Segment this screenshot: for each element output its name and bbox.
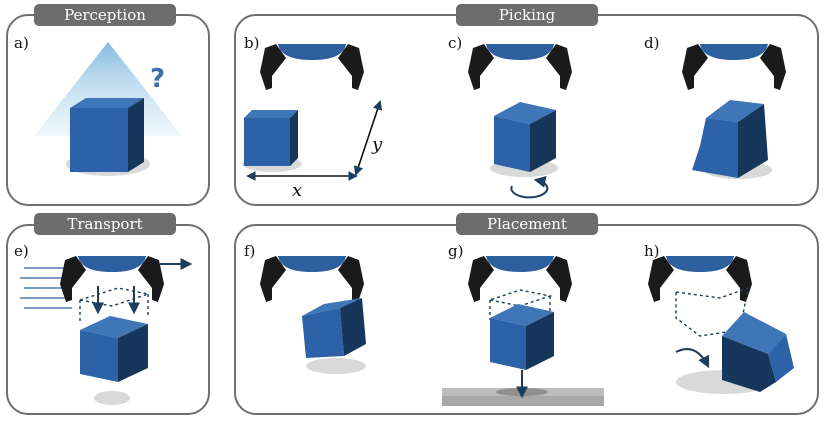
subfigure-label-h: h)	[644, 242, 660, 260]
object-top	[706, 100, 764, 122]
cube-shadow	[94, 391, 130, 405]
cube-top	[490, 304, 554, 326]
cube-top	[244, 110, 298, 118]
perception-scene	[34, 42, 182, 176]
cube-side	[340, 298, 366, 356]
cube-top	[302, 298, 362, 316]
perception-tab: Perception	[34, 4, 176, 26]
cube-front	[80, 330, 118, 382]
cube-shadow	[306, 358, 366, 374]
object-front	[722, 336, 776, 392]
transport-tab: Transport	[34, 213, 176, 235]
cube-side	[118, 324, 148, 382]
cube-front	[70, 108, 128, 172]
placement-tab: Placement	[456, 213, 598, 235]
fall-arrow	[675, 348, 710, 369]
previous-pose-outline	[487, 289, 553, 307]
cube-front	[494, 116, 530, 172]
uncertainty-mark: ?	[150, 64, 166, 94]
object-top	[722, 312, 786, 354]
subfigure-label-a: a)	[14, 34, 29, 52]
transport-scene	[20, 256, 193, 405]
object-side	[768, 334, 794, 382]
placement-h-scene	[648, 256, 794, 394]
picking-b-scene	[242, 44, 383, 181]
y-axis-label: y	[372, 134, 383, 155]
table-front	[442, 396, 604, 406]
cube-side	[128, 98, 144, 172]
placement-g-scene	[442, 256, 604, 406]
picking-tab: Picking	[456, 4, 598, 26]
subfigure-label-d: d)	[644, 34, 660, 52]
cube-side	[530, 110, 556, 172]
cube-side	[290, 110, 298, 166]
cube-front	[244, 118, 290, 166]
picking-d-scene	[682, 44, 786, 179]
object-front	[692, 118, 738, 178]
cube-top	[80, 316, 148, 338]
object-side	[738, 104, 768, 178]
subfigure-label-b: b)	[244, 34, 260, 52]
subfigure-label-e: e)	[14, 242, 29, 260]
picking-c-scene	[468, 44, 572, 199]
subfigure-label-c: c)	[448, 34, 463, 52]
cube-top	[494, 102, 556, 124]
y-axis-arrow	[353, 100, 383, 176]
cube-front	[490, 318, 526, 370]
placement-f-scene	[260, 256, 366, 374]
previous-pose-outline	[79, 287, 151, 307]
cube-side	[526, 312, 554, 370]
subfigure-label-g: g)	[448, 242, 464, 260]
rotation-arrow	[510, 175, 549, 199]
cube-top	[70, 98, 144, 108]
subfigure-label-f: f)	[244, 242, 256, 260]
cube-front	[302, 308, 344, 358]
x-axis-label: x	[292, 180, 303, 201]
